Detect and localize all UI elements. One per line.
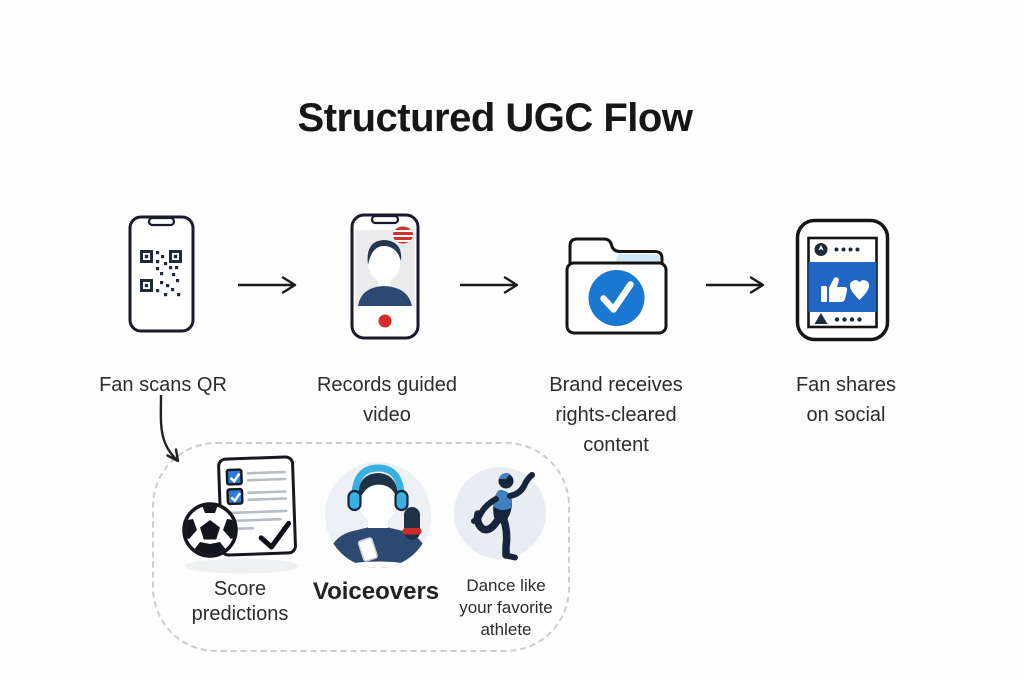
page-title: Structured UGC Flow [297,96,693,140]
social-post-phone-icon [795,218,890,342]
dancing-athlete-icon [454,467,546,561]
voiceover-headphones-mic-icon [325,462,431,568]
video-record-phone-icon [350,213,420,340]
step-label-brand-receives-content: Brand receives rights-cleared content [549,374,683,456]
qr-phone-icon [128,215,195,333]
flow-arrow-icon [238,276,297,294]
flow-arrow-icon [706,276,765,294]
step-label-fan-shares-on-social: Fan shares on social [795,374,897,426]
connector-arrow-icon [159,394,180,463]
folder-check-icon [565,237,668,335]
option-label-voiceovers: Voiceovers [312,578,440,605]
option-label-score-predictions: Score predictions [191,578,289,625]
option-label-dance: Dance like your favorite athlete [459,576,553,639]
step-label-fan-scans-qr: Fan scans QR [99,374,227,396]
step-label-records-guided-video: Records guided video [316,374,458,426]
flow-arrow-icon [460,276,519,294]
score-predictions-checklist-icon [182,455,299,574]
